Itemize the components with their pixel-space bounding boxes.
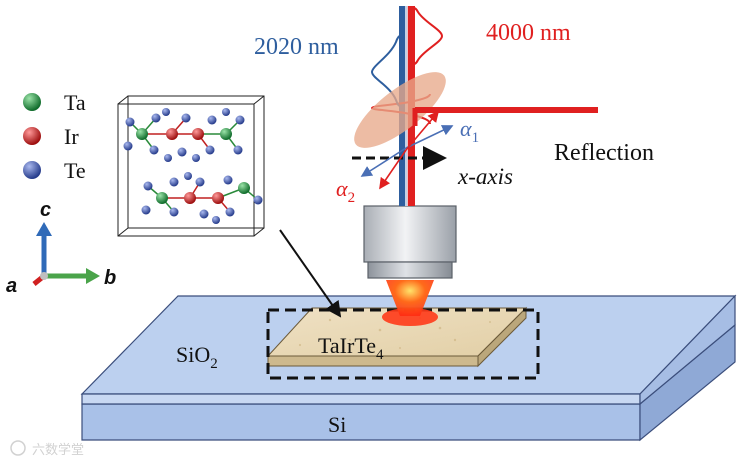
b-axis-label: b — [104, 267, 116, 289]
a-axis-label: a — [6, 275, 17, 297]
red-sphere-icon — [23, 127, 41, 145]
si-front-face — [81, 403, 641, 441]
red-spectrum — [413, 7, 444, 65]
focus-cone — [386, 280, 434, 316]
c-axis-label: c — [40, 199, 51, 221]
green-sphere-icon — [23, 93, 41, 111]
sample-name-label: TaIrTe4 — [318, 333, 384, 363]
watermark-logo-icon — [10, 440, 26, 456]
sio2-side-face — [639, 294, 736, 406]
substrate-label: Si — [328, 412, 346, 437]
c-axis-head — [36, 222, 52, 236]
objective-lens — [363, 205, 457, 279]
legend-ir-label: Ir — [64, 124, 79, 149]
alpha2-arrow-down — [379, 149, 407, 190]
b-axis-head — [86, 268, 100, 284]
watermark-text: 六数学堂 — [32, 442, 84, 457]
objective-ring — [367, 261, 453, 279]
laser-spot — [382, 308, 438, 326]
oxide-label: SiO2 — [176, 342, 218, 372]
legend-te-label: Te — [64, 158, 86, 183]
alpha2-arrow-up — [405, 110, 440, 151]
alpha1-label: α1 — [460, 116, 479, 146]
sample-flake — [266, 306, 540, 380]
legend-ta-label: Ta — [64, 90, 86, 115]
flake-side — [477, 306, 527, 368]
atom-legend: Ta Ir Te — [23, 90, 86, 183]
crystal-atoms — [123, 108, 263, 224]
x-axis-label: x-axis — [457, 164, 513, 189]
crystal-structure — [117, 95, 265, 237]
beam-splitter — [354, 72, 446, 148]
objective-body — [363, 205, 457, 263]
blue-wavelength-label: 2020 nm — [254, 34, 339, 60]
red-wavelength-label: 4000 nm — [486, 20, 571, 46]
sio2-front-face — [81, 393, 641, 405]
crystal-axes: c a b — [6, 199, 116, 297]
blue-sphere-icon — [23, 161, 41, 179]
alpha1-arrow-down — [360, 147, 407, 177]
unit-cell-front — [117, 103, 255, 237]
reflection-label: Reflection — [554, 140, 654, 166]
watermark: 六数学堂 — [10, 440, 84, 457]
alpha1-arrow-up — [405, 125, 454, 149]
alpha2-label: α2 — [336, 176, 355, 206]
structure-pointer-arrow — [279, 229, 342, 318]
axes-origin — [40, 272, 48, 280]
